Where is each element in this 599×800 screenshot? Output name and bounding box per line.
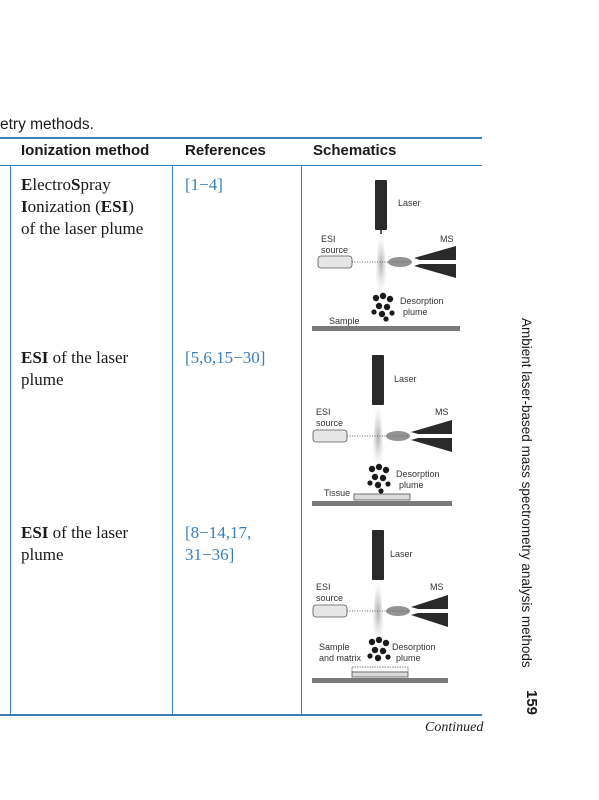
method-line: ESI of the laser: [21, 523, 129, 542]
table-row-3-method: ESI of the laser plume: [21, 522, 128, 566]
esi-source-needle: [317, 255, 353, 269]
method-line: plume: [21, 370, 64, 389]
reference-link[interactable]: 31−36]: [185, 545, 235, 564]
table-header-rule: [0, 165, 482, 166]
method-line: ESI of the laser: [21, 348, 129, 367]
ms-label: MS: [430, 582, 444, 592]
desorption-label-1: Desorption: [396, 469, 440, 479]
laser-label: Laser: [398, 198, 421, 208]
desorption-label-2: plume: [396, 653, 421, 663]
esi-source-label-1: ESI: [321, 234, 336, 244]
ms-inlet-bottom: [411, 613, 448, 627]
header-schematics: Schematics: [313, 142, 397, 159]
esi-source-label-1: ESI: [316, 407, 331, 417]
desorption-plume-icon: [367, 636, 391, 662]
method-line: of the laser plume: [21, 219, 144, 238]
ms-inlet-top: [411, 595, 448, 609]
reference-link[interactable]: [5,6,15−30]: [185, 348, 266, 367]
laser-label: Laser: [394, 374, 417, 384]
desorption-plume-icon: [371, 292, 395, 322]
method-line: Ionization (ESI): [21, 197, 134, 216]
table-top-rule: [0, 137, 482, 139]
ms-inlet-top: [414, 246, 456, 260]
matrix-layer: [351, 666, 409, 673]
sample-matrix-label-1: Sample: [319, 642, 350, 652]
laser-beam: [371, 580, 385, 644]
sample-stage: [312, 678, 448, 683]
column-divider-1: [10, 165, 11, 714]
laser-body: [372, 530, 384, 580]
esi-source-label-2: source: [316, 418, 343, 428]
ms-inlet-bottom: [411, 438, 452, 452]
schematic-esi-laser-sample: Laser ESI source MS Desorption plume Sam…: [312, 180, 460, 331]
desorption-label-2: plume: [403, 307, 428, 317]
ms-inlet-bottom: [414, 264, 456, 278]
ms-label: MS: [435, 407, 449, 417]
esi-source-label-2: source: [321, 245, 348, 255]
esi-source-needle: [312, 429, 348, 443]
desorption-label-2: plume: [399, 480, 424, 490]
tissue-label: Tissue: [324, 488, 350, 498]
table-row-2-references[interactable]: [5,6,15−30]: [185, 347, 265, 369]
method-line: plume: [21, 545, 64, 564]
schematic-esi-laser-sample-matrix: Laser ESI source MS Desorption plume Sam…: [312, 530, 448, 683]
method-line: ElectroSpray: [21, 175, 111, 194]
table-row-2-method: ESI of the laser plume: [21, 347, 128, 391]
esi-source-label-1: ESI: [316, 582, 331, 592]
laser-body: [372, 355, 384, 405]
laser-body: [375, 180, 387, 230]
sample-stage: [312, 326, 460, 331]
esi-source-label-2: source: [316, 593, 343, 603]
table-caption: etry methods.: [0, 116, 94, 133]
ms-label: MS: [440, 234, 454, 244]
header-ionization-method: Ionization method: [21, 142, 150, 159]
sample-slide: [351, 671, 409, 678]
desorption-plume-icon: [367, 463, 391, 494]
reference-link[interactable]: [8−14,17,: [185, 523, 252, 542]
laser-beam: [371, 405, 385, 469]
table-row-1-references[interactable]: [1−4]: [185, 174, 223, 196]
laser-beam: [374, 234, 388, 294]
reference-link[interactable]: [1−4]: [185, 175, 223, 194]
esi-source-needle: [312, 604, 348, 618]
tissue-slide: [353, 493, 411, 501]
table-row-3-references[interactable]: [8−14,17, 31−36]: [185, 522, 251, 566]
schematic-esi-laser-tissue: Laser ESI source MS Desorption plume Tis…: [312, 355, 452, 506]
desorption-label-1: Desorption: [400, 296, 444, 306]
column-divider-3: [301, 165, 302, 714]
header-references: References: [185, 142, 266, 159]
laser-label: Laser: [390, 549, 413, 559]
desorption-label-1: Desorption: [392, 642, 436, 652]
sample-label: Sample: [329, 316, 360, 326]
sample-matrix-label-2: and matrix: [319, 653, 362, 663]
table-bottom-rule: [0, 714, 482, 716]
sample-stage: [312, 501, 452, 506]
continued-note: Continued: [425, 720, 484, 735]
page-number: 159: [523, 690, 540, 716]
running-head: Ambient laser-based mass spectrometry an…: [519, 318, 534, 668]
ms-inlet-top: [411, 420, 452, 434]
column-divider-2: [172, 165, 173, 714]
